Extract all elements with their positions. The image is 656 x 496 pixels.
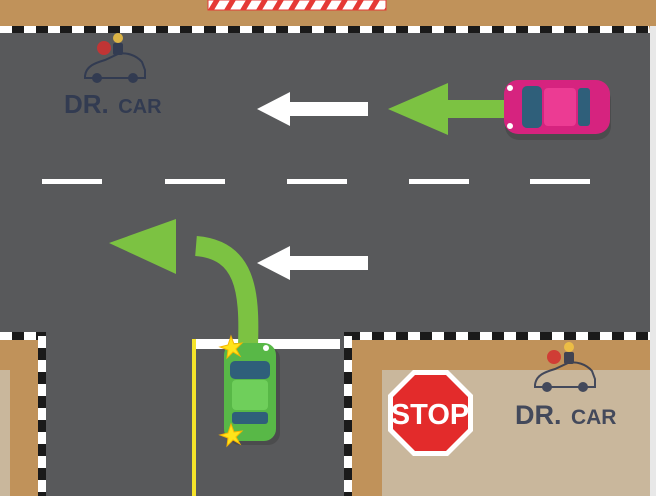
green-car-rear-window [232, 412, 268, 424]
logo-text: DR. CAR [515, 400, 616, 430]
stop-sign: STOP [388, 370, 473, 456]
white-lane-arrow-lower [257, 246, 368, 280]
lane-divider [42, 179, 590, 184]
pink-car-roof [544, 88, 576, 126]
logo-text-car: CAR [571, 406, 617, 429]
pink-car-rear-window [578, 88, 590, 126]
lane-dash [42, 179, 102, 184]
side-street-edge-line [192, 339, 196, 496]
lane-dash [409, 179, 469, 184]
bottom-right-curb-v [344, 332, 352, 496]
turn-signal-rear-left [218, 422, 244, 448]
pink-car-path-arrow [388, 83, 506, 135]
logo-text-dr: DR. [515, 400, 562, 430]
logo-wheel [92, 73, 102, 83]
left-turn-arrow-head [109, 219, 176, 274]
logo-wheel [542, 382, 552, 392]
green-car-roof [232, 380, 268, 410]
watermark-logo-bottom: DR. CAR [515, 342, 616, 430]
top-right-corner [618, 0, 656, 33]
green-car-headlight [263, 345, 269, 351]
left-turn-path-arrow [194, 236, 259, 346]
logo-text-dr: DR. [64, 89, 109, 119]
logo-wheel [578, 382, 588, 392]
pink-car-windshield [522, 86, 542, 128]
bottom-left-lot [0, 370, 10, 496]
top-curb [0, 26, 650, 33]
watermark-logo-top: DR. CAR [64, 33, 162, 119]
logo-mechanic-icon [113, 33, 123, 43]
turn-signal-front-left [218, 334, 244, 360]
bottom-right-curb-h [344, 332, 650, 340]
lane-dash [165, 179, 225, 184]
logo-mechanic-icon [564, 342, 574, 352]
green-car-windshield [230, 361, 270, 379]
bottom-left-curb-v [38, 332, 46, 496]
logo-gear-icon [97, 41, 111, 55]
lane-dash [287, 179, 347, 184]
logo-wheel [128, 73, 138, 83]
white-lane-arrow-upper [257, 92, 368, 126]
logo-mechanic-body [113, 43, 123, 55]
stop-sign-text: STOP [391, 399, 469, 431]
logo-text: DR. CAR [64, 89, 162, 119]
bottom-left-curb-h [0, 332, 46, 340]
stop-sign-face [393, 375, 468, 451]
logo-mechanic-body [564, 352, 574, 364]
pink-car[interactable] [504, 80, 611, 140]
pink-car-headlight [507, 85, 513, 91]
green-car[interactable] [218, 334, 280, 448]
lane-dash [530, 179, 590, 184]
logo-gear-icon [547, 350, 561, 364]
right-edge [650, 26, 656, 496]
hazard-barrier [207, 0, 387, 11]
pink-car-headlight [507, 123, 513, 129]
logo-text-car: CAR [118, 96, 162, 118]
